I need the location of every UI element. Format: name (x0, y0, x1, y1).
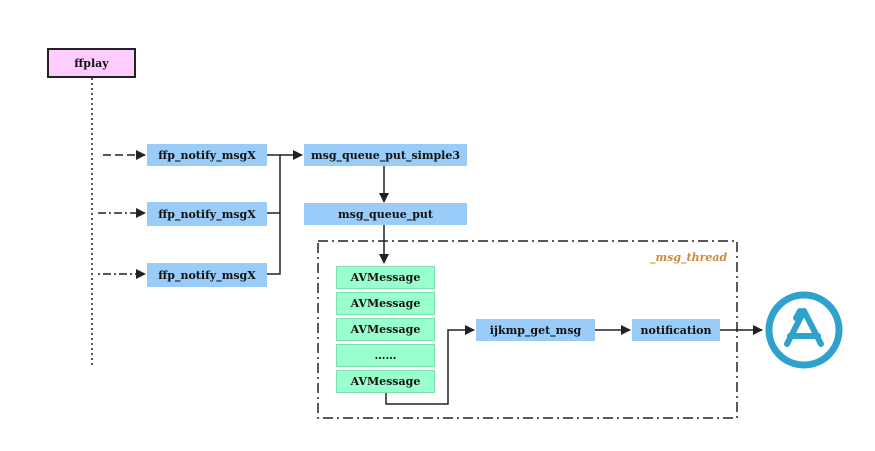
notification-box: notification (632, 319, 720, 341)
notify-box-2: ffp_notify_msgX (147, 202, 267, 226)
queue-to-get-msg-arrow (385, 325, 475, 405)
msg-queue-put-simple3-box: msg_queue_put_simple3 (304, 144, 467, 166)
notify-bracket (267, 154, 281, 275)
avmessage-2: AVMessage (336, 292, 435, 315)
msg-thread-label: _msg_thread (650, 251, 728, 264)
ijkmp-get-msg-box: ijkmp_get_msg (476, 319, 595, 341)
app-store-icon (765, 291, 843, 369)
notify-box-3: ffp_notify_msgX (147, 263, 267, 287)
ffplay-box: ffplay (47, 48, 136, 78)
avmessage-3: AVMessage (336, 318, 435, 341)
avmessage-5: AVMessage (336, 370, 435, 393)
msg-queue-put-box: msg_queue_put (304, 203, 467, 225)
avmessage-ellipsis: …… (336, 344, 435, 367)
avmessage-1: AVMessage (336, 266, 435, 289)
notify-box-1: ffp_notify_msgX (147, 144, 267, 166)
